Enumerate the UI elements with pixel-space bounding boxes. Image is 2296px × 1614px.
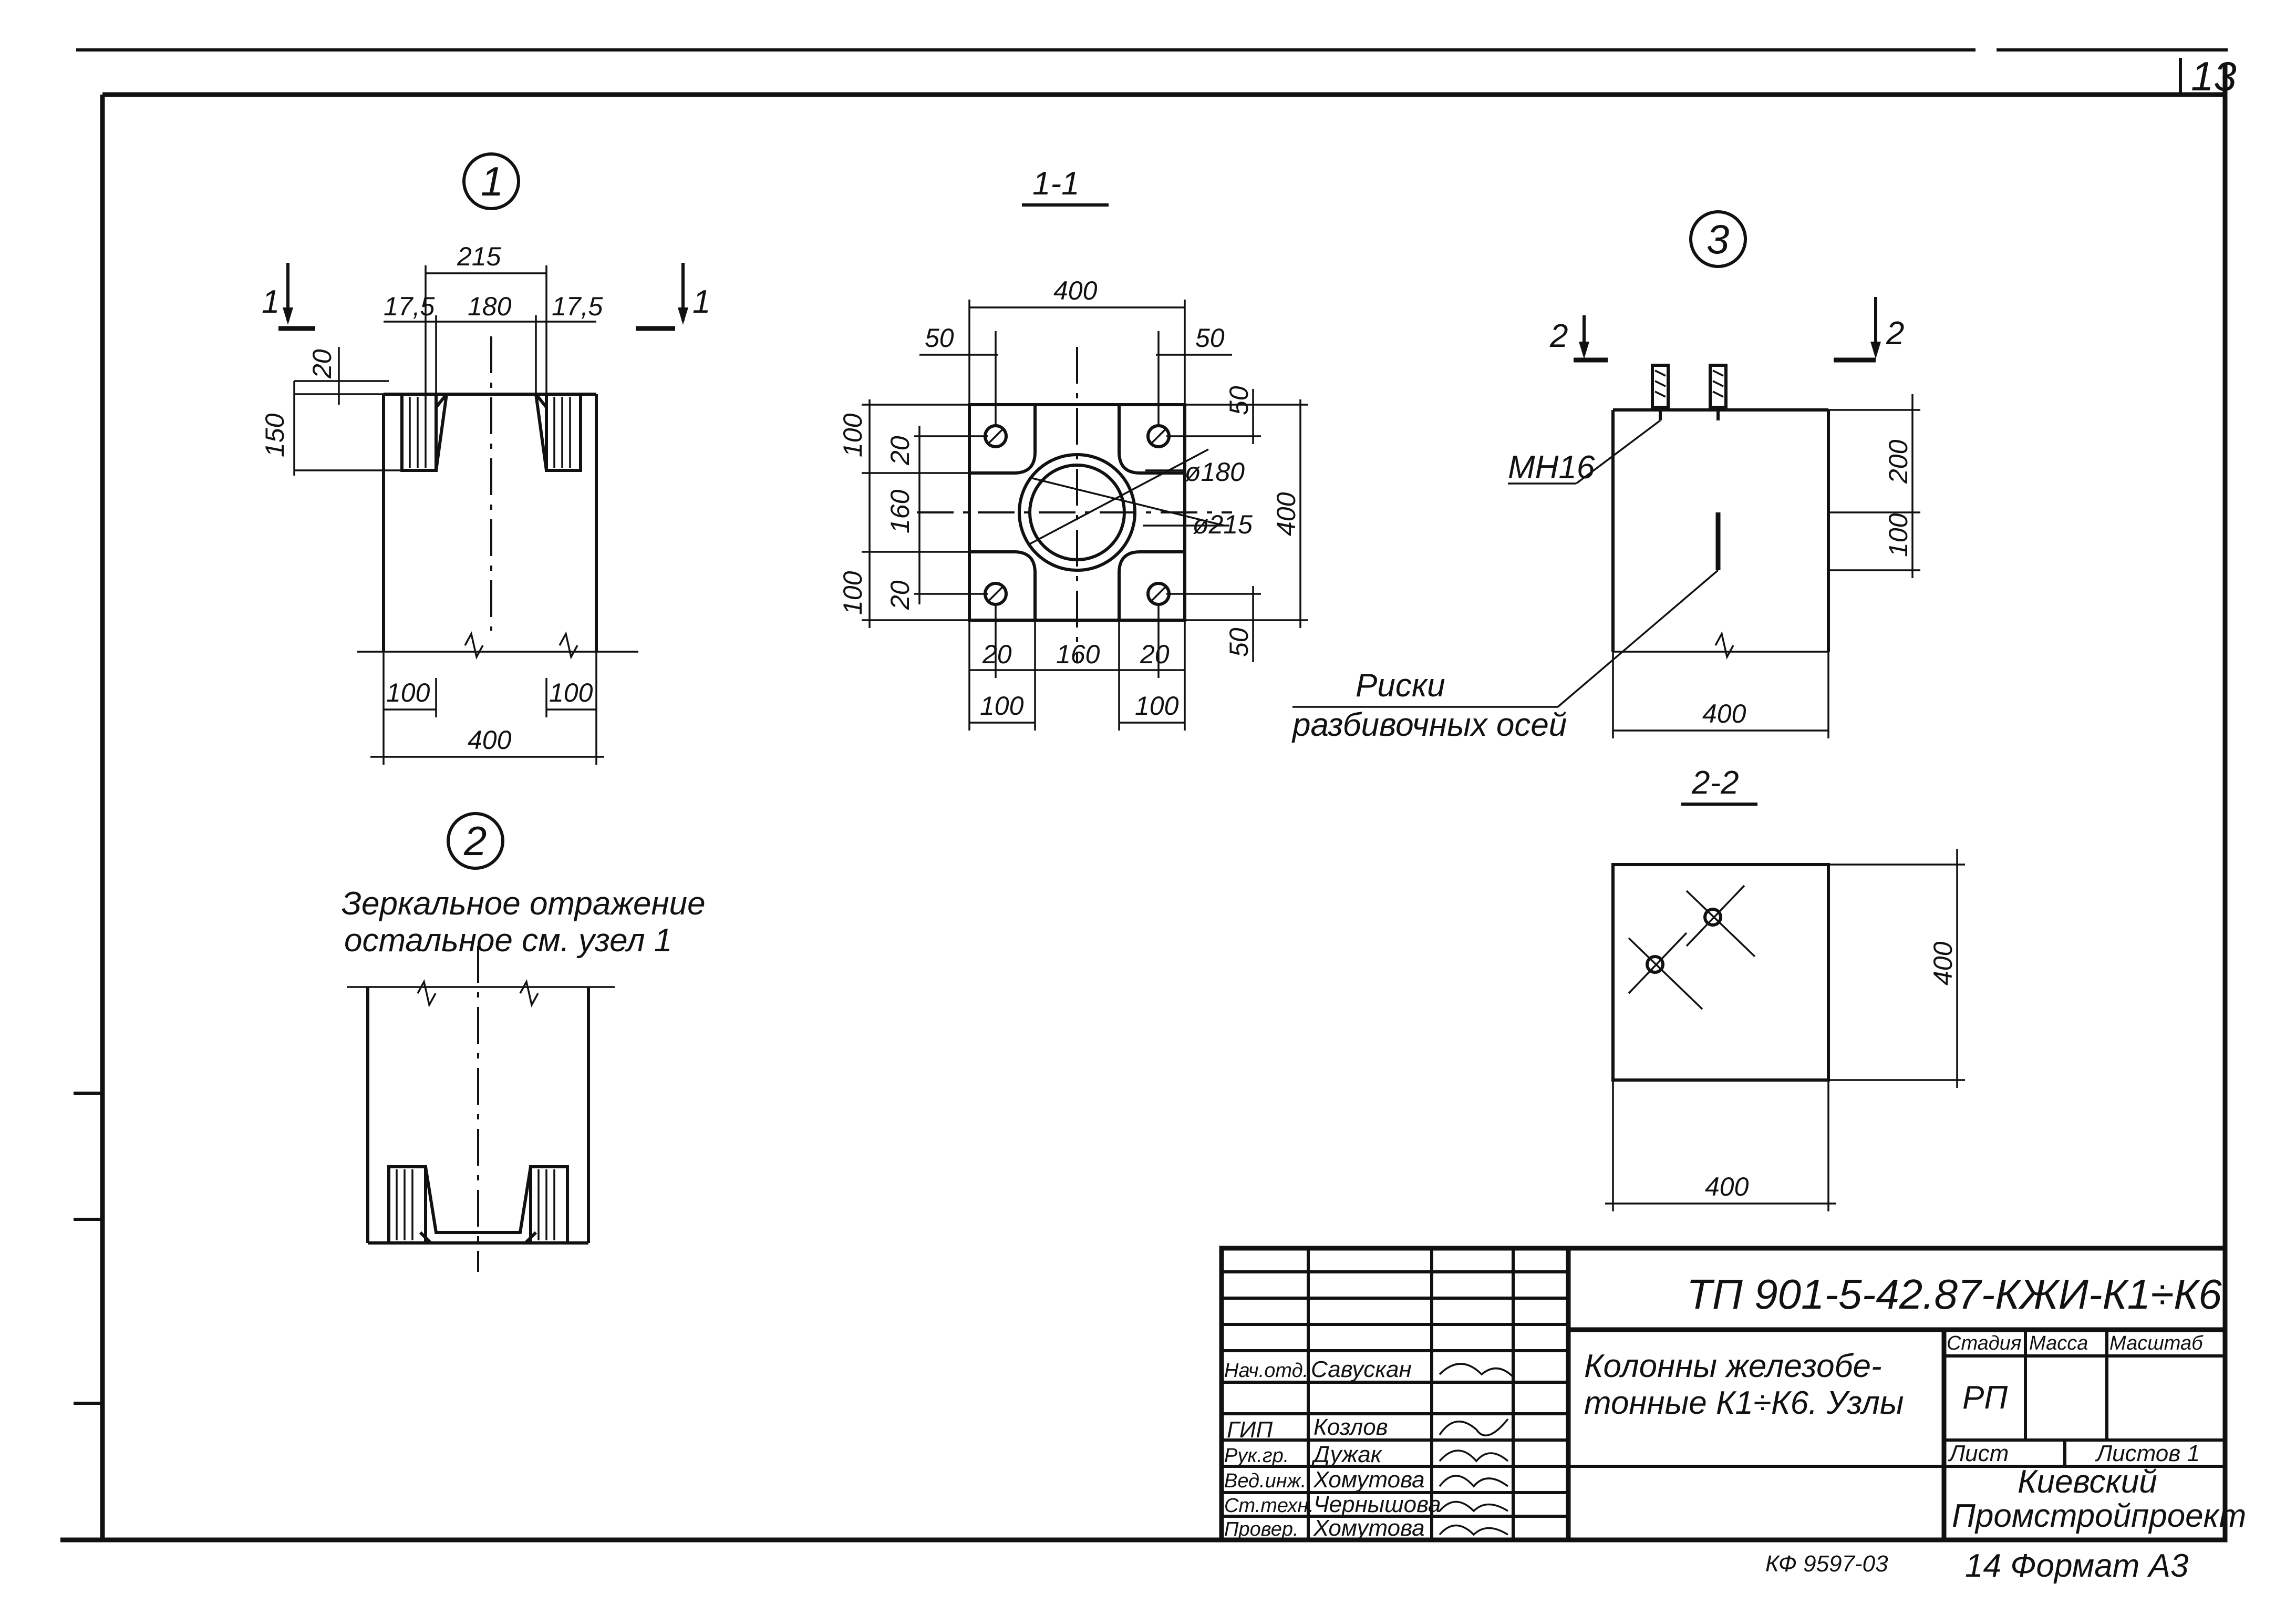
sheet-code: ТП 901-5-42.87-КЖИ-К1÷К6: [1687, 1271, 2222, 1318]
node-2-note-line2: остальное см. узел 1: [344, 922, 672, 959]
section-1-1-dim-100-lower: 100: [838, 571, 867, 615]
node-1-dim-100-left: 100: [386, 678, 430, 707]
node-3-section-mark-right: 2: [1886, 315, 1904, 352]
footer-code: КФ 9597-03: [1765, 1551, 1888, 1577]
section-1-1-dim-50-right: 50: [1195, 323, 1225, 353]
section-2-2-title: 2-2: [1691, 765, 1739, 801]
signature-mark: [1439, 1449, 1509, 1463]
stage-value: РП: [1962, 1380, 2008, 1416]
signature-mark: [1439, 1418, 1509, 1436]
section-1-1-dim-50-left: 50: [925, 323, 954, 353]
node-3-risk-line1: Риски: [1356, 667, 1445, 704]
stage-header: Стадия: [1947, 1332, 2021, 1354]
sheet-label: Лист: [1948, 1441, 2009, 1466]
section-1-1-dim-20-bottom-left: 20: [982, 640, 1012, 669]
node-3-dim-200: 200: [1884, 439, 1913, 484]
section-2-2-dim-400-bottom: 400: [1705, 1172, 1749, 1201]
sheet-title-line1: Колонны железобе-: [1584, 1348, 1882, 1384]
section-1-1-dim-d180: ø180: [1185, 457, 1245, 487]
signature-mark: [1439, 1363, 1514, 1378]
section-2-2: 2-2 400 400: [1605, 765, 1965, 1211]
signature-name: Чернышова: [1314, 1492, 1441, 1517]
section-1-1-dim-160-left: 160: [885, 489, 915, 533]
section-1-1-title: 1-1: [1032, 166, 1080, 202]
signature-name: Хомутова: [1313, 1515, 1425, 1541]
section-1-1-dim-d215: ø215: [1193, 510, 1253, 539]
node-2-note-line1: Зеркальное отражение: [342, 886, 706, 922]
node-3-anchor-label: МН16: [1508, 449, 1595, 486]
node-1-dim-17-5-right: 17,5: [552, 292, 603, 321]
node-1-section-mark-right: 1: [692, 284, 710, 320]
scale-header: Масштаб: [2109, 1332, 2204, 1354]
section-1-1-dim-400-right: 400: [1271, 492, 1301, 536]
org-line2: Промстройпроект: [1952, 1498, 2246, 1534]
mass-header: Масса: [2029, 1332, 2088, 1354]
title-block: ТП 901-5-42.87-КЖИ-К1÷К6 Колонны железоб…: [1219, 1246, 2246, 1584]
section-1-1-dim-100-bottom-left: 100: [980, 691, 1024, 721]
section-1-1-dim-50-right-top: 50: [1224, 386, 1254, 415]
signature-name: Савускан: [1311, 1356, 1412, 1382]
sheet-title-line2: тонные К1÷К6. Узлы: [1584, 1385, 1904, 1421]
signature-role: Вед.инж.: [1224, 1470, 1306, 1492]
section-1-1-dim-100-upper: 100: [838, 413, 867, 457]
node-2: 2 Зеркальное отражение остальное см. узе…: [342, 812, 706, 1272]
section-2-2-dim-400-right: 400: [1928, 941, 1958, 985]
section-1-1-dim-20-bottom-right: 20: [1140, 640, 1170, 669]
signature-role: Рук.гр.: [1224, 1445, 1289, 1467]
section-1-1-dim-50-right-bottom: 50: [1224, 628, 1254, 657]
node-1-dim-17-5-left: 17,5: [384, 292, 435, 321]
section-1-1-dim-160-bottom: 160: [1056, 640, 1100, 669]
node-3-dim-100: 100: [1884, 513, 1913, 557]
node-1-dim-400: 400: [468, 725, 512, 755]
sheets-count: Листов 1: [2095, 1441, 2200, 1466]
node-3-section-mark-left: 2: [1549, 318, 1568, 354]
signature-name: Хомутова: [1313, 1467, 1425, 1493]
signature-mark: [1439, 1475, 1509, 1488]
node-3-dim-400: 400: [1702, 699, 1746, 728]
node-1-dim-180: 180: [468, 292, 512, 321]
signature-name: Дужак: [1311, 1442, 1383, 1467]
signature-name: Козлов: [1314, 1414, 1388, 1440]
node-1-dim-100-right: 100: [549, 678, 593, 707]
node-1-dim-150: 150: [260, 413, 289, 457]
node-1-marker: 1: [481, 158, 503, 204]
node-1: 1 1 1 215 1: [260, 152, 710, 765]
node-2-marker: 2: [463, 818, 487, 864]
section-1-1-dim-400-top: 400: [1053, 276, 1098, 305]
drawing-frame: 13: [60, 48, 2237, 1543]
node-1-dim-20: 20: [307, 349, 337, 379]
node-3-marker: 3: [1707, 216, 1729, 262]
node-1-dim-215: 215: [457, 242, 501, 271]
node-3-risk-line2: разбивочных осей: [1291, 707, 1567, 743]
org-line1: Киевский: [2018, 1464, 2157, 1500]
node-1-section-mark-left: 1: [262, 284, 280, 320]
signature-mark: [1439, 1524, 1508, 1536]
section-1-1-dim-100-bottom-right: 100: [1135, 691, 1179, 721]
signature-role: Провер.: [1224, 1518, 1299, 1540]
section-1-1-dim-20-upper: 20: [885, 436, 915, 466]
node-3: 3 2 2 МН16 Риски разбивочных осей: [1291, 210, 1920, 743]
signature-role: Нач.отд.: [1224, 1360, 1308, 1382]
signature-mark: [1439, 1500, 1508, 1513]
section-1-1: 1-1 400 50 50: [838, 166, 1308, 731]
signature-role: Ст.техн.: [1224, 1495, 1314, 1517]
footer-format: 14 Формат А3: [1965, 1548, 2188, 1584]
signature-role: ГИП: [1227, 1417, 1273, 1443]
section-1-1-dim-20-lower: 20: [885, 580, 915, 610]
sheet-number: 13: [2191, 53, 2237, 99]
